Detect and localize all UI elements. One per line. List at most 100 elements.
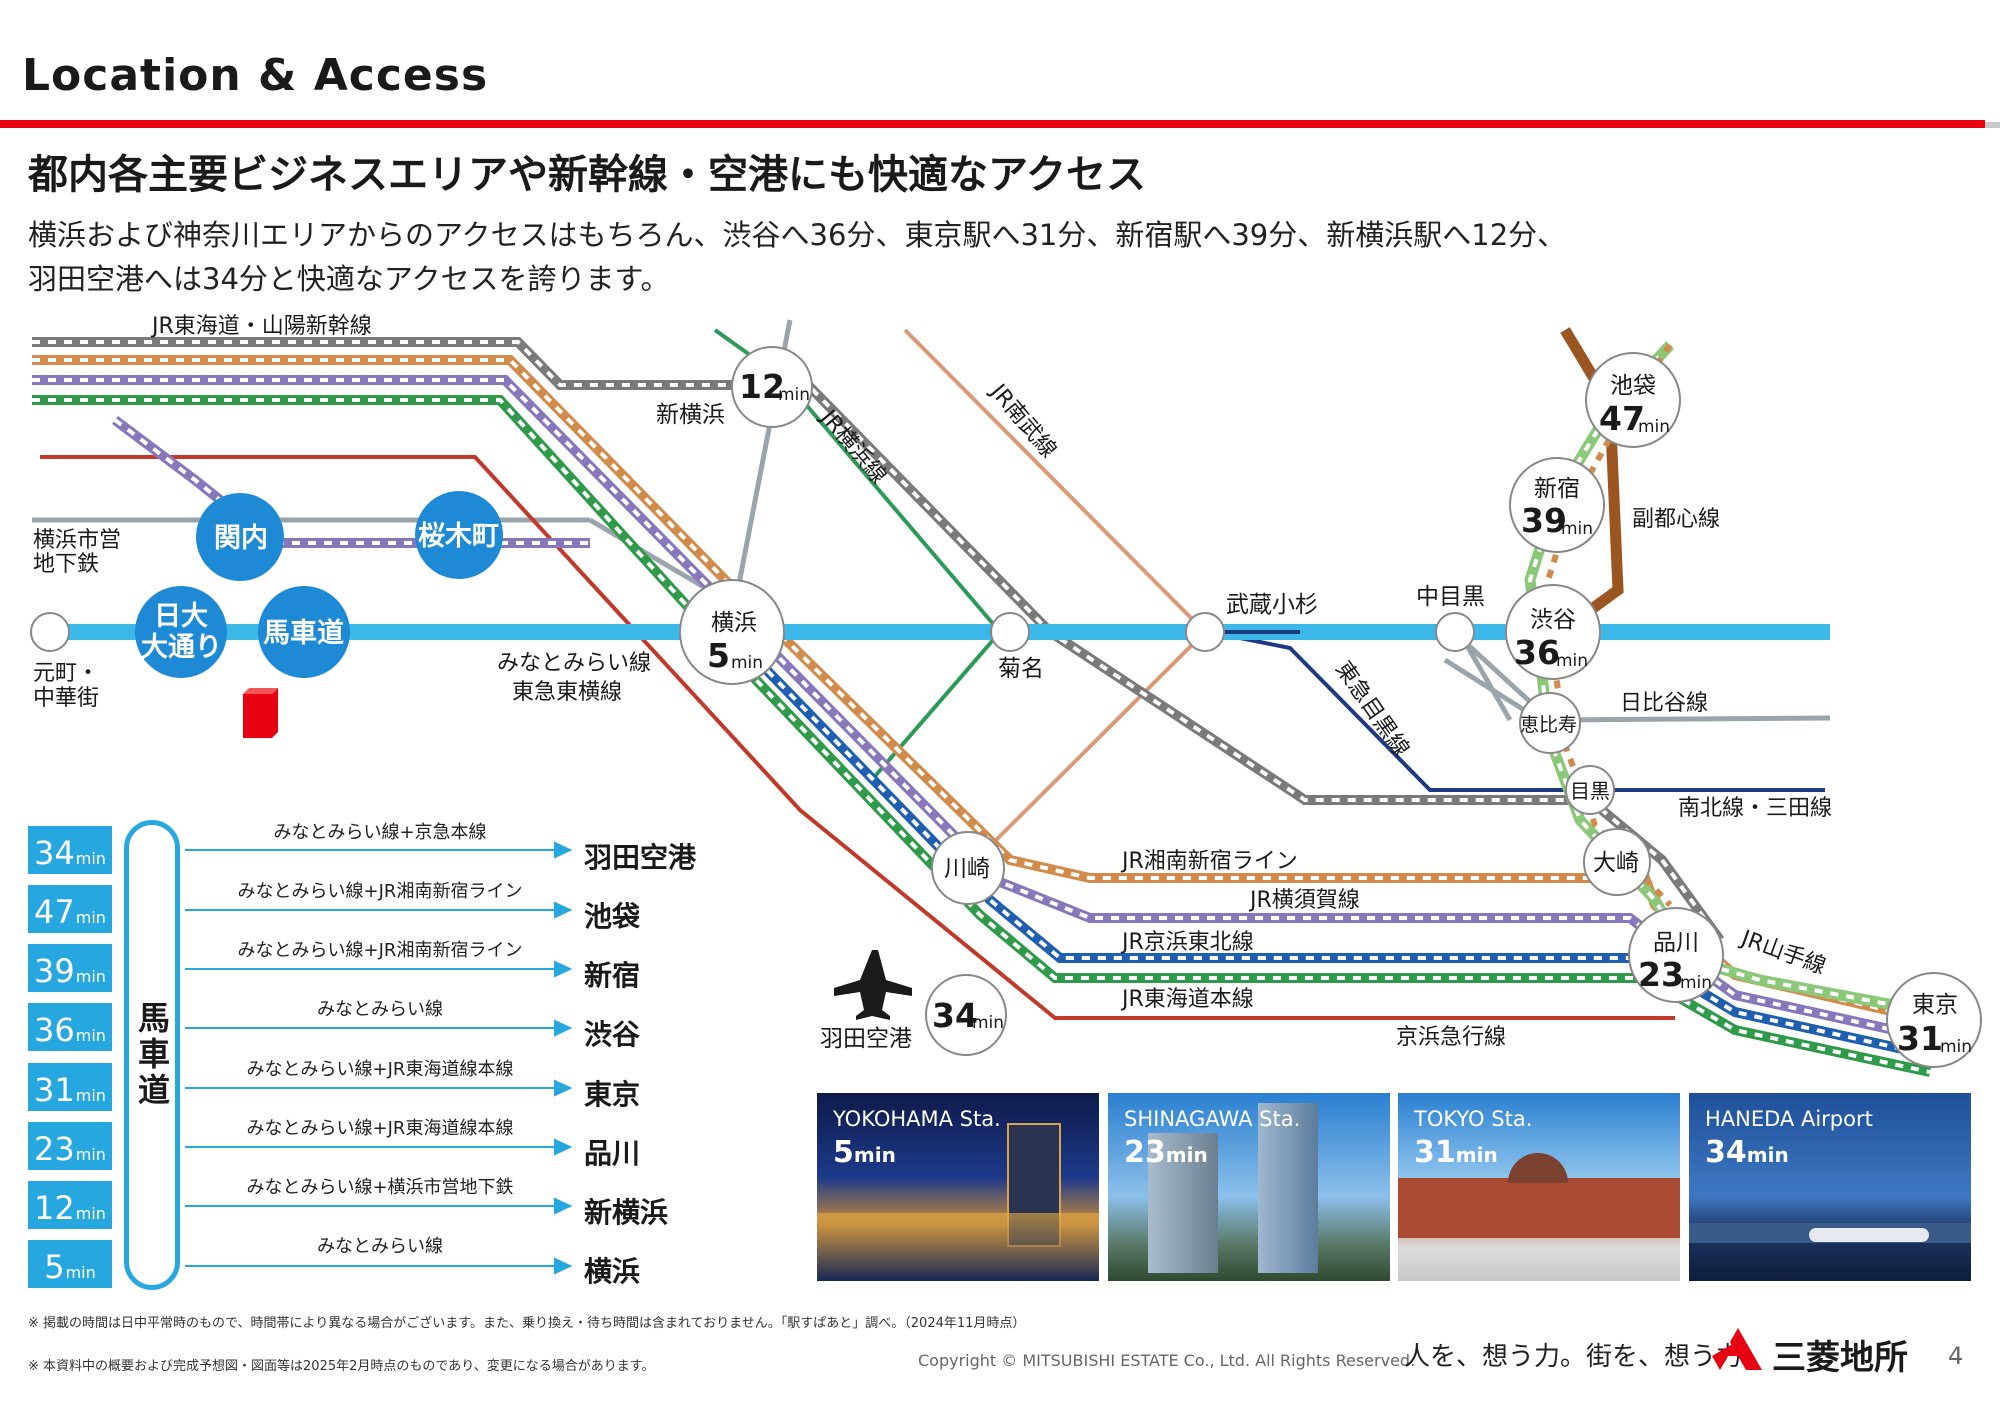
- description-line-1: 横浜および神奈川エリアからのアクセスはもちろん、渋谷へ36分、東京駅へ31分、新…: [28, 218, 1567, 252]
- svg-text:川崎: 川崎: [944, 856, 990, 882]
- station-shinagawa: 品川 23 min: [1628, 907, 1724, 1003]
- footnote-1: ※ 掲載の時間は日中平常時のもので、時間帯により異なる場合がございます。また、乗…: [28, 1316, 1026, 1331]
- station-sakuragicho: 桜木町: [415, 491, 503, 579]
- svg-text:武蔵小杉: 武蔵小杉: [1226, 592, 1318, 618]
- station-yokohama: 横浜 5 min: [679, 579, 785, 685]
- svg-text:min: min: [778, 385, 810, 405]
- tagline: 人を、想う力。街を、想う力。: [1404, 1342, 1769, 1372]
- destination-label: 東京: [584, 1078, 641, 1111]
- svg-text:日大: 日大: [154, 601, 208, 632]
- svg-text:桜木町: 桜木町: [418, 521, 499, 552]
- mitsubishi-logo-icon: [1712, 1328, 1762, 1370]
- svg-text:目黒: 目黒: [1570, 779, 1610, 803]
- site-marker-icon: [243, 688, 278, 738]
- label-fukutoshin-line: 副都心線: [1632, 507, 1720, 532]
- svg-text:min: min: [1680, 973, 1712, 993]
- label-namboku-mita-line: 南北線・三田線: [1678, 796, 1832, 821]
- svg-text:23: 23: [1638, 955, 1684, 994]
- svg-text:馬車道: 馬車道: [263, 617, 344, 649]
- route-label: みなとみらい線: [317, 1236, 443, 1257]
- station-shibuya: 渋谷 36 min: [1505, 584, 1601, 680]
- station-ebisu: 恵比寿: [1519, 692, 1581, 754]
- label-subway-1: 横浜市営: [33, 528, 121, 553]
- svg-text:36: 36: [1514, 633, 1560, 672]
- svg-text:min: min: [1556, 651, 1588, 671]
- svg-text:大崎: 大崎: [1593, 850, 1639, 876]
- svg-text:5: 5: [707, 636, 730, 675]
- page-number: 4: [1948, 1342, 1964, 1370]
- photo-haneda: HANEDA Airport 34min: [1689, 1093, 1971, 1281]
- destination-label: 池袋: [584, 900, 641, 933]
- station-kawasaki: 川崎: [931, 831, 1005, 905]
- svg-text:min: min: [972, 1013, 1004, 1033]
- svg-text:min: min: [1561, 519, 1593, 539]
- station-musashikosugi: 武蔵小杉: [1185, 592, 1318, 652]
- svg-text:中目黒: 中目黒: [1416, 584, 1485, 610]
- svg-text:新宿: 新宿: [1534, 476, 1580, 502]
- origin-station-label: 馬車道: [133, 1001, 171, 1109]
- origin-station-box: 馬車道: [124, 820, 180, 1290]
- label-tokaido-shinkansen: JR東海道・山陽新幹線: [150, 314, 372, 339]
- route-label: みなとみらい線+JR湘南新宿ライン: [237, 940, 523, 961]
- station-kannai: 関内: [196, 493, 284, 581]
- station-ikebukuro: 池袋 47 min: [1585, 352, 1681, 448]
- svg-text:47: 47: [1599, 399, 1645, 438]
- station-bashamichi: 馬車道: [258, 586, 350, 678]
- destination-label: 新横浜: [584, 1196, 669, 1229]
- footnote-2: ※ 本資料中の概要および完成予想図・図面等は2025年2月時点のものであり、変更…: [28, 1359, 655, 1374]
- photo-shinagawa: SHINAGAWA Sta. 23min: [1108, 1093, 1390, 1281]
- label-yokosuka-line: JR横須賀線: [1248, 888, 1360, 913]
- label-keikyu-line: 京浜急行線: [1396, 1025, 1506, 1050]
- route-label: みなとみらい線: [317, 999, 443, 1020]
- label-keihin-tohoku: JR京浜東北線: [1120, 930, 1254, 955]
- destination-label: 羽田空港: [584, 841, 697, 874]
- route-label: みなとみらい線+JR湘南新宿ライン: [237, 881, 523, 902]
- svg-text:恵比寿: 恵比寿: [1520, 714, 1577, 736]
- svg-text:関内: 関内: [214, 523, 268, 554]
- label-minatomirai-line: みなとみらい線: [497, 651, 651, 676]
- label-hibiya-line: 日比谷線: [1620, 691, 1708, 716]
- label-tokaido-line: JR東海道本線: [1120, 987, 1254, 1012]
- station-shin-yokohama: 12 min 新横浜: [656, 346, 813, 428]
- svg-text:min: min: [1638, 417, 1670, 437]
- header-rule-red: [0, 120, 1985, 128]
- label-toyoko-line: 東急東横線: [512, 680, 622, 705]
- svg-text:min: min: [1940, 1037, 1972, 1057]
- svg-text:新横浜: 新横浜: [656, 402, 725, 428]
- svg-text:羽田空港: 羽田空港: [820, 1026, 912, 1052]
- label-meguro-line: 東急目黒線: [1330, 657, 1414, 761]
- svg-text:12: 12: [739, 367, 785, 406]
- svg-text:渋谷: 渋谷: [1530, 607, 1576, 633]
- label-yokohama-line: JR横浜線: [814, 404, 891, 489]
- station-nakameguro: 中目黒: [1416, 584, 1485, 652]
- station-motomachi: 元町・ 中華街: [30, 612, 99, 711]
- access-arrows: [185, 841, 573, 1275]
- photo-yokohama: YOKOHAMA Sta. 5min: [817, 1093, 1099, 1281]
- copyright: Copyright © MITSUBISHI ESTATE Co., Ltd. …: [918, 1351, 1416, 1370]
- svg-text:34: 34: [932, 996, 978, 1035]
- label-subway-2: 地下鉄: [33, 552, 99, 577]
- company-name: 三菱地所: [1772, 1338, 1908, 1378]
- svg-text:横浜: 横浜: [711, 610, 757, 636]
- station-tokyo: 東京 31 min: [1886, 972, 1982, 1068]
- station-meguro: 目黒: [1565, 765, 1615, 815]
- headline: 都内各主要ビジネスエリアや新幹線・空港にも快適なアクセス: [28, 152, 1146, 198]
- destination-label: 新宿: [584, 959, 641, 992]
- svg-text:品川: 品川: [1653, 930, 1699, 956]
- svg-text:39: 39: [1521, 501, 1567, 540]
- route-label: みなとみらい線+京急本線: [273, 822, 487, 843]
- svg-text:min: min: [731, 653, 763, 673]
- photo-tokyo: TOKYO Sta. 31min: [1398, 1093, 1680, 1281]
- svg-text:大通り: 大通り: [141, 632, 222, 663]
- station-shinjuku: 新宿 39 min: [1509, 457, 1605, 553]
- route-label: みなとみらい線+横浜市営地下鉄: [246, 1177, 514, 1198]
- destination-label: 横浜: [584, 1255, 641, 1288]
- description-line-2: 羽田空港へは34分と快適なアクセスを誇ります。: [28, 262, 670, 296]
- svg-text:31: 31: [1897, 1019, 1943, 1058]
